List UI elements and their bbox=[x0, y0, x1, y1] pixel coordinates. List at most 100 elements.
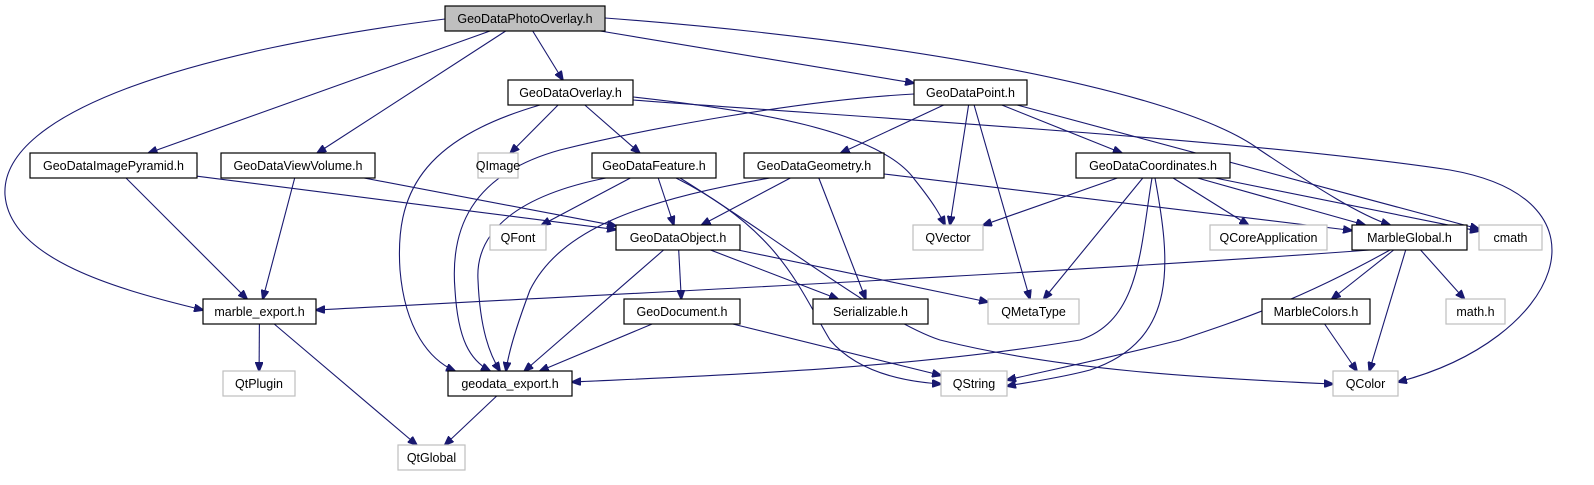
node-box bbox=[220, 152, 376, 179]
edge-viewvolume-to-object bbox=[363, 177, 616, 226]
edge-document-to-qstring bbox=[732, 323, 941, 375]
edge-point-to-qvector bbox=[950, 104, 970, 225]
node-marbleglobal[interactable]: MarbleGlobal.h bbox=[1351, 224, 1468, 251]
node-label: marble_export.h bbox=[214, 305, 304, 319]
node-label: QFont bbox=[501, 231, 536, 245]
node-label: GeoDataOverlay.h bbox=[519, 86, 622, 100]
node-overlay[interactable]: GeoDataOverlay.h bbox=[507, 79, 634, 106]
node-coordinates[interactable]: GeoDataCoordinates.h bbox=[1075, 152, 1231, 179]
node-qcoreapp: QCoreApplication bbox=[1209, 224, 1328, 251]
node-box bbox=[1261, 298, 1371, 325]
node-geometry[interactable]: GeoDataGeometry.h bbox=[743, 152, 885, 179]
edge-geometry-to-geodataexport bbox=[506, 177, 771, 371]
node-box bbox=[987, 298, 1080, 325]
node-box bbox=[489, 224, 547, 251]
edge-feature-to-qfont bbox=[542, 177, 631, 225]
edge-coordinates-to-cmath bbox=[1214, 177, 1479, 231]
edge-overlay-to-qimage bbox=[510, 104, 559, 153]
edge-point-to-geometry bbox=[841, 104, 944, 153]
node-label: GeoDataCoordinates.h bbox=[1089, 159, 1217, 173]
node-box bbox=[202, 298, 317, 325]
node-box bbox=[623, 298, 741, 325]
edge-marbleexport-to-qtglobal bbox=[273, 323, 417, 445]
node-box bbox=[591, 152, 717, 179]
edge-photooverlay-to-imagepyramid bbox=[149, 30, 491, 153]
edge-viewvolume-to-marbleexport bbox=[263, 177, 296, 299]
edge-point-to-cmath bbox=[1016, 104, 1479, 229]
node-label: GeoDataObject.h bbox=[630, 231, 727, 245]
node-label: QtGlobal bbox=[407, 451, 456, 465]
edge-overlay-to-geodataexport bbox=[398, 104, 541, 371]
edge-marbleglobal-to-mathh bbox=[1420, 249, 1465, 299]
node-imagepyramid[interactable]: GeoDataImagePyramid.h bbox=[29, 152, 198, 179]
node-point[interactable]: GeoDataPoint.h bbox=[913, 79, 1028, 106]
edge-photooverlay-to-point bbox=[600, 30, 914, 83]
node-label: GeoDataViewVolume.h bbox=[233, 159, 362, 173]
node-feature[interactable]: GeoDataFeature.h bbox=[591, 152, 717, 179]
edge-coordinates-to-marbleglobal bbox=[1197, 177, 1366, 225]
edge-geometry-to-object bbox=[702, 177, 791, 225]
node-label: MarbleColors.h bbox=[1274, 305, 1359, 319]
node-box bbox=[1445, 298, 1506, 325]
node-label: MarbleGlobal.h bbox=[1367, 231, 1452, 245]
edge-imagepyramid-to-marbleexport bbox=[125, 177, 247, 299]
edge-overlay-to-qcolor bbox=[632, 99, 1553, 382]
node-label: GeoDataGeometry.h bbox=[757, 159, 871, 173]
node-box bbox=[1209, 224, 1328, 251]
node-box bbox=[397, 444, 466, 471]
node-box bbox=[29, 152, 198, 179]
edge-coordinates-to-qvector bbox=[983, 177, 1118, 225]
node-label: QString bbox=[953, 377, 995, 391]
edge-coordinates-to-qmetatype bbox=[1044, 177, 1144, 299]
node-box bbox=[1478, 224, 1543, 251]
node-label: GeoDataFeature.h bbox=[602, 159, 706, 173]
edge-coordinates-to-geodataexport bbox=[572, 177, 1153, 382]
edge-geometry-to-marbleglobal bbox=[883, 173, 1352, 231]
edge-point-to-qmetatype bbox=[973, 104, 1030, 299]
node-cmath: cmath bbox=[1478, 224, 1543, 251]
edge-photooverlay-to-overlay bbox=[532, 30, 563, 80]
node-box bbox=[1075, 152, 1231, 179]
edge-feature-to-object bbox=[657, 177, 674, 225]
edge-marbleglobal-to-marbleexport bbox=[316, 249, 1371, 310]
node-viewvolume[interactable]: GeoDataViewVolume.h bbox=[220, 152, 376, 179]
edge-feature-to-qcolor bbox=[679, 177, 1333, 384]
edge-photooverlay-to-marbleexport bbox=[4, 18, 446, 310]
node-serializable[interactable]: Serializable.h bbox=[812, 298, 929, 325]
edge-coordinates-to-qcoreapp bbox=[1172, 177, 1248, 225]
edge-object-to-qmetatype bbox=[737, 249, 988, 302]
node-box bbox=[812, 298, 929, 325]
node-label: QCoreApplication bbox=[1220, 231, 1318, 245]
node-document[interactable]: GeoDocument.h bbox=[623, 298, 741, 325]
node-box bbox=[222, 370, 296, 397]
node-geodataexport[interactable]: geodata_export.h bbox=[447, 370, 573, 397]
node-qcolor: QColor bbox=[1332, 370, 1399, 397]
edge-object-to-geodataexport bbox=[524, 249, 664, 371]
node-label: GeoDataPoint.h bbox=[926, 86, 1015, 100]
edge-imagepyramid-to-object bbox=[196, 175, 616, 229]
node-qvector: QVector bbox=[912, 224, 984, 251]
node-box bbox=[507, 79, 634, 106]
edge-point-to-coordinates bbox=[1001, 104, 1122, 153]
node-marbleexport[interactable]: marble_export.h bbox=[202, 298, 317, 325]
node-label: QColor bbox=[1346, 377, 1386, 391]
node-label: QtPlugin bbox=[235, 377, 283, 391]
edge-feature-to-qstring bbox=[675, 177, 941, 384]
node-marblecolors[interactable]: MarbleColors.h bbox=[1261, 298, 1371, 325]
node-box bbox=[940, 370, 1008, 397]
edge-photooverlay-to-viewvolume bbox=[317, 30, 506, 153]
node-object[interactable]: GeoDataObject.h bbox=[615, 224, 741, 251]
node-box bbox=[615, 224, 741, 251]
node-label: math.h bbox=[1456, 305, 1494, 319]
node-photooverlay[interactable]: GeoDataPhotoOverlay.h bbox=[444, 5, 606, 32]
node-box bbox=[743, 152, 885, 179]
node-label: QVector bbox=[925, 231, 970, 245]
node-label: GeoDocument.h bbox=[636, 305, 727, 319]
node-box bbox=[913, 79, 1028, 106]
node-label: QImage bbox=[476, 159, 521, 173]
node-label: geodata_export.h bbox=[461, 377, 558, 391]
edge-marblecolors-to-qcolor bbox=[1324, 323, 1357, 371]
edge-coordinates-to-qstring bbox=[1007, 177, 1166, 386]
node-qfont: QFont bbox=[489, 224, 547, 251]
edge-geometry-to-serializable bbox=[818, 177, 866, 299]
